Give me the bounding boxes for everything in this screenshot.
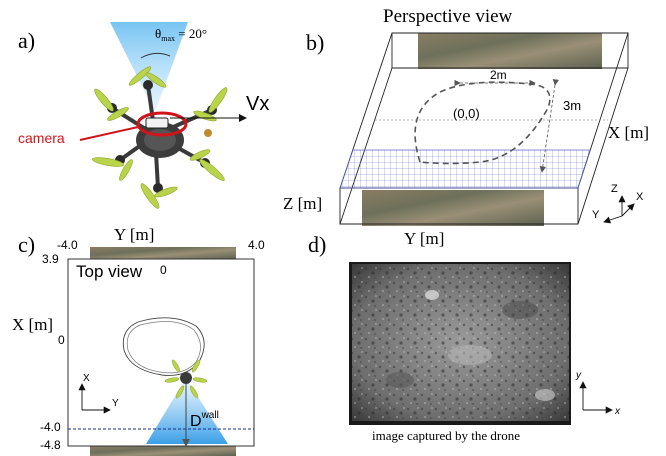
panel-c-frame-axes [78,383,111,414]
panel-d-label: d) [308,232,326,257]
top-view-x-axis-label: X [m] [12,315,53,334]
panel-c: c) Y [m] Top view -4.0 0 4.0 3.9 0 -4.0 … [12,225,265,456]
panel-d: d) image captured by the drone y x [308,232,621,443]
tick-x-zero: 0 [58,333,65,347]
dimension-2m-label: 2m [490,68,507,82]
tick-x-top: 3.9 [42,252,59,266]
flight-trajectory-second-pass [126,321,201,374]
theta-arc [140,52,171,59]
origin-label: (0,0) [453,106,480,121]
panel-c-label: c) [18,232,35,257]
panel-d-frame-x-label: x [614,406,621,417]
drone-camera-image [349,262,571,425]
top-view-title: Top view [76,262,143,281]
frame-z-label: Z [611,183,618,195]
top-view-frame [67,258,255,447]
image-caption: image captured by the drone [372,428,520,443]
theta-max-annotation: θmax = 20° [155,26,207,43]
camera-highlight [136,111,188,137]
panel-b: Perspective view b) 2m 3m (0,0) X [m] Z [283,6,649,248]
panel-d-frame-axes [579,381,613,414]
camera-label: camera [18,130,65,146]
wall-distance-label: Dwall [190,410,219,430]
front-wall-terrain [362,190,544,226]
tick-y-left: -4.0 [57,238,78,252]
panel-b-title: Perspective view [383,6,513,27]
frame-y-label: Y [592,209,600,221]
back-wall-terrain [418,33,602,69]
top-view-y-axis-label: Y [m] [114,225,154,244]
panel-c-frame-x-label: X [83,373,90,384]
dimension-3m-label: 3m [563,98,581,113]
top-view-drone [164,359,208,399]
panel-c-frame-y-label: Y [112,398,119,409]
panel-b-frame-axes [603,195,635,224]
tick-x-bottom: -4.8 [40,438,61,452]
panel-a: a) θmax = 20° [18,22,269,209]
top-view-camera-cone [146,378,228,444]
flight-trajectory [122,317,205,376]
axis-x-label: X [m] [608,123,649,142]
top-wall-terrain [90,247,236,259]
velocity-label: Vx [246,93,269,115]
frame-x-label: X [636,191,644,203]
tick-x-wall: -4.0 [40,420,61,434]
floor-grid [339,149,591,189]
camera-leader-line [79,126,139,141]
bottom-wall-terrain [90,446,236,456]
axis-z-label: Z [m] [283,194,322,213]
tick-y-mid: 0 [160,263,167,277]
panel-d-frame-y-label: y [575,370,582,381]
panel-a-label: a) [18,28,35,53]
drone-illustration [91,66,228,209]
axis-y-label: Y [m] [404,229,444,248]
tick-y-right: 4.0 [248,238,265,252]
panel-b-label: b) [306,30,324,55]
